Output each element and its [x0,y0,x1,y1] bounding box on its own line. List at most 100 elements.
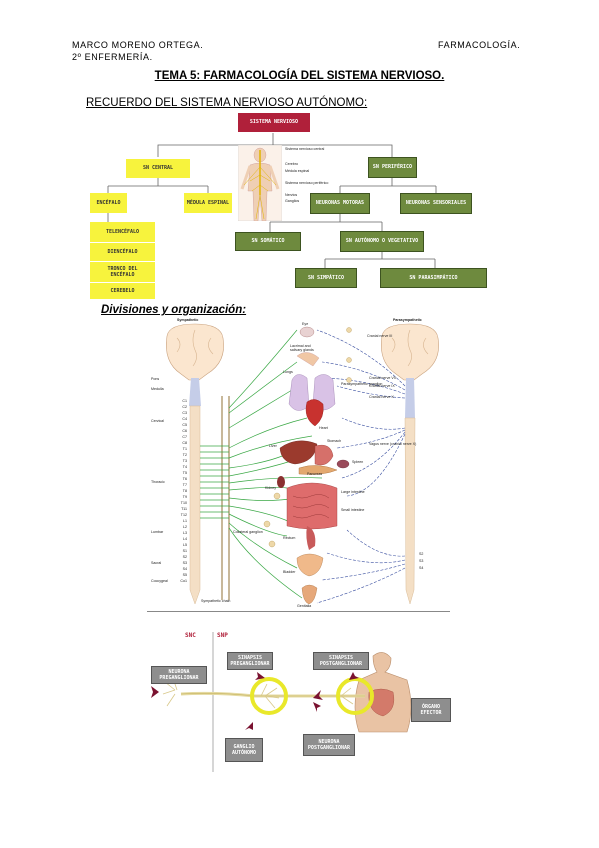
eye-organ [299,326,315,338]
segment-S2: S2 [183,555,187,559]
cm-brain-part-0: TELENCÉFALO [90,222,155,242]
segment-T12: T12 [181,513,187,517]
segment-T3: T3 [183,459,187,463]
cranial-nerve-VII: Cranial nerve VII [369,376,396,380]
subject-name: FARMACOLOGÍA. [438,40,521,50]
segment-T9: T9 [183,495,187,499]
sacral-S4: S4 [419,566,424,570]
thoracic-label: Thoracic [151,480,165,484]
segment-T4: T4 [183,465,187,469]
segment-C6: C6 [182,429,187,433]
collateral-ganglion-label: Collateral ganglion [233,530,263,534]
cranial-nerve-III: Cranial nerve III [367,334,393,338]
segment-T10: T10 [181,501,187,505]
organ-large-intestine: Large intestine [341,490,365,494]
cervical-label: Cervical [151,419,164,423]
segment-T1: T1 [183,447,187,451]
organ-liver: Liver [269,444,277,448]
cm-sensoriales: NEURONAS SENSORIALES [400,193,472,214]
synapse-drawing [151,632,412,772]
cm-root: SISTEMA NERVIOSO [238,113,310,132]
organ-kidney: Kidney [265,486,276,490]
organ-small-intestine: Small intestine [341,508,365,512]
segment-T5: T5 [183,471,187,475]
lungs-organ [288,374,310,411]
sympathetic-chain-label: Sympathetic chain [201,599,231,603]
cranial-nerve-IX: Cranial nerve IX [369,384,395,388]
cm-brain-part-3: CEREBELO [90,283,155,299]
snc-label: SNC [185,632,196,639]
segment-C2: C2 [182,405,187,409]
nervous-system-body-illustration [238,145,282,221]
section-heading: Divisiones y organización: [101,304,247,316]
coccygeal-label: Coccygeal [151,579,168,583]
organ-rectum: Rectum [283,536,296,540]
bladder-organ [296,553,324,577]
page-subtitle: RECUERDO DEL SISTEMA NERVIOSO AUTÓNOMO: [86,97,368,109]
cm-encefalo: ENCÉFALO [90,193,127,213]
organ-lungs: Lungs [283,370,293,374]
organ-bladder: Bladder [283,570,296,574]
effector-box: ÓRGANO EFECTOR [411,698,451,722]
body-label-4: Nervios [285,193,298,197]
segment-T11: T11 [181,507,187,511]
ganglion-box: GANGLIO AUTÓNOMO [225,738,263,762]
organ-pancreas: Pancreas [307,472,323,476]
cranial-nerve-X: Cranial nerve X [369,395,394,399]
arrows [151,672,359,730]
synapse-ring-2 [336,677,374,715]
organ-glands: Lacrimal and salivary glands [290,344,314,352]
organ-heart: Heart [319,426,328,430]
sacral-S2: S2 [419,552,424,556]
ans-diagram-drawing: C1 C2 C3 C4 C5 C6 C7 C8 T1 T2 T3 T4 T5 T… [166,323,439,605]
body-label-5: Ganglios [285,199,300,203]
segment-T2: T2 [183,453,187,457]
segment-C3: C3 [182,411,187,415]
body-label-0: Sistema nervioso central [285,147,325,151]
organ-eye: Eye [302,322,309,326]
cm-somatico: SN SOMÁTICO [235,232,301,251]
cm-motoras: NEURONAS MOTORAS [310,193,370,214]
snp-label: SNP [217,632,228,639]
segment-S1: S1 [183,549,187,553]
segment-S3: S3 [183,561,187,565]
segment-C4: C4 [182,417,187,421]
body-label-1: Cerebro [285,162,298,166]
course-name: 2º ENFERMERÍA. [72,52,153,62]
segment-C5: C5 [182,423,187,427]
vagus-nerve-label: Vagus nerve (cranial nerve X) [369,442,417,446]
concept-map-connectors [107,133,437,268]
cm-peripheral: SN PERIFÉRICO [368,157,417,178]
lumbar-label: Lumbar [151,530,164,534]
segment-T6: T6 [183,477,187,481]
segment-L3: L3 [183,531,187,535]
cm-simpatico: SN SIMPÁTICO [295,268,357,288]
cm-autonomo: SN AUTÓNOMO O VEGETATIVO [340,231,424,252]
ans-diagram: C1 C2 C3 C4 C5 C6 C7 C8 T1 T2 T3 T4 T5 T… [147,318,452,610]
segment-C1: C1 [182,399,187,403]
segment-C8: C8 [182,441,187,445]
preganglionic-neuron-box: NEURONA PREGANGLIONAR [151,666,207,684]
segment-L4: L4 [183,537,187,541]
parasympathetic-ganglion-label: Parasympathetic ganglion [341,382,383,386]
segment-L1: L1 [183,519,187,523]
heart-organ [305,399,324,427]
postganglionic-neuron-box: NEURONA POSTGANGLIONAR [303,734,355,756]
sympathetic-label: Sympathetic [177,318,199,322]
cm-brain-part-1: DIENCÉFALO [90,243,155,261]
segment-S5: S5 [183,573,187,577]
segment-labels: C1 C2 C3 C4 C5 C6 C7 C8 T1 T2 T3 T4 T5 T… [180,399,187,583]
segment-C7: C7 [182,435,187,439]
author-name: MARCO MORENO ORTEGA. [72,40,204,50]
body-label-3: Sistema nervioso periférico [285,181,329,185]
page-title: TEMA 5: FARMACOLOGÍA DEL SISTEMA NERVIOS… [154,70,445,82]
divider [147,611,450,612]
synapse-ring-1 [250,677,288,715]
intestine-organ [286,482,338,530]
sacral-S3: S3 [419,559,424,563]
liver-organ [279,440,318,465]
pons-label: Pons [151,377,160,381]
segment-L2: L2 [183,525,187,529]
medulla-label: Medulla [151,387,164,391]
preganglionic-synapse-box: SINAPSIS PREGANGLIONAR [227,652,273,670]
